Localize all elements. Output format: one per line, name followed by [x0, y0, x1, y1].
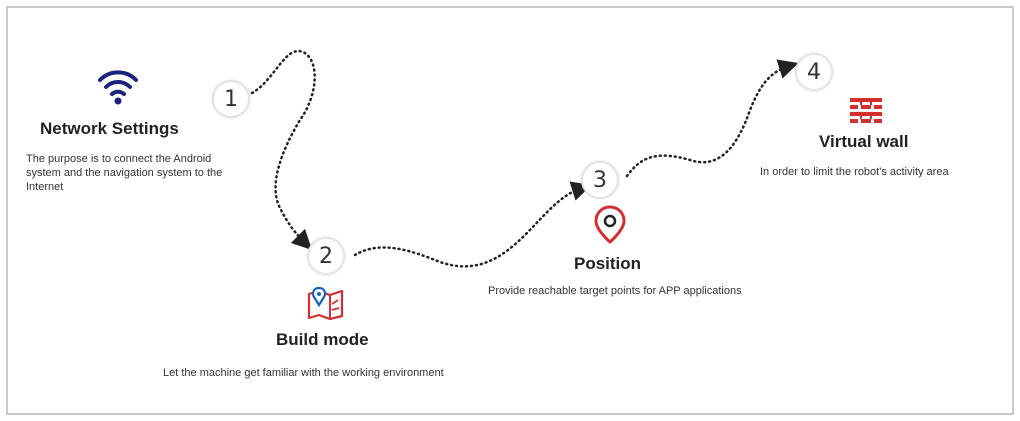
- path-2-to-3: [353, 181, 592, 268]
- path-3-to-4: [625, 59, 799, 178]
- step-3-title: Position: [574, 254, 642, 273]
- diagram-frame: [6, 6, 1014, 415]
- brick-wall-icon: [848, 96, 884, 129]
- step-number-3: 3: [581, 161, 619, 199]
- step-number-1: 1: [212, 80, 250, 118]
- map-pin-icon: [306, 286, 346, 325]
- location-pin-icon: [593, 204, 627, 251]
- path-1-to-2: [250, 49, 316, 251]
- step-1-title: Network Settings: [40, 119, 179, 138]
- step-4-description: In order to limit the robot's activity a…: [760, 166, 949, 178]
- wifi-icon: [97, 66, 139, 111]
- step-number-4: 4: [795, 53, 833, 91]
- step-3-description: Provide reachable target points for APP …: [488, 285, 742, 297]
- step-1-description: The purpose is to connect the Android sy…: [26, 153, 223, 193]
- step-4-title: Virtual wall: [819, 132, 909, 151]
- step-2-description: Let the machine get familiar with the wo…: [163, 367, 444, 379]
- step-number-2: 2: [307, 237, 345, 275]
- step-2-title: Build mode: [276, 330, 369, 349]
